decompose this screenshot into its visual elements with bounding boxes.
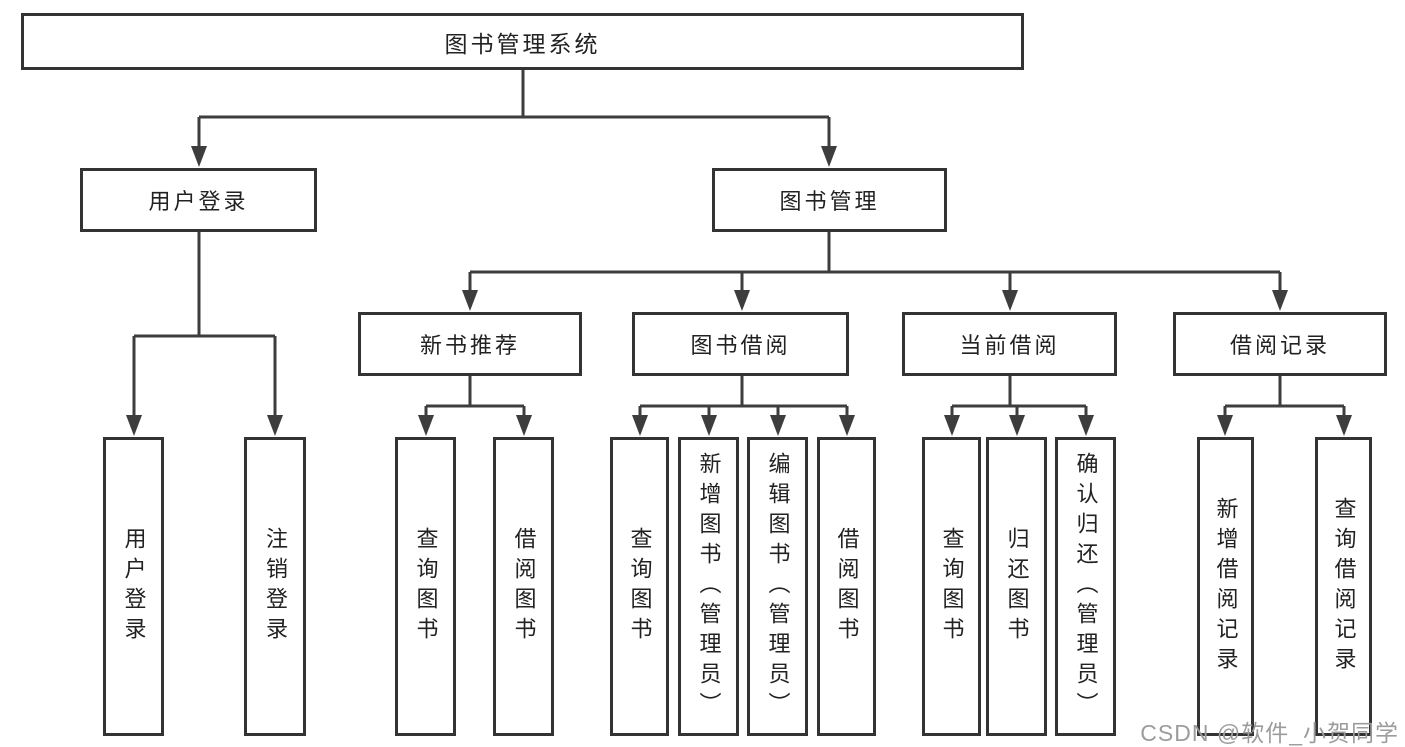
box-current-borrowing: 当前借阅: [902, 312, 1117, 376]
box-borrowing-records: 借阅记录: [1173, 312, 1387, 376]
box-system-root: 图书管理系统: [21, 13, 1024, 70]
box-leaf-add-borrow-record: 新增借阅记录: [1197, 437, 1254, 736]
box-leaf-logout: 注销登录: [244, 437, 306, 736]
box-user-login-module: 用户登录: [80, 168, 317, 232]
csdn-watermark: CSDN @软件_小贺同学: [1140, 720, 1399, 746]
box-leaf-query-borrow-record: 查询借阅记录: [1315, 437, 1372, 736]
box-leaf-query-books-recommend: 查询图书: [395, 437, 456, 736]
box-leaf-query-books-borrowing: 查询图书: [610, 437, 669, 736]
box-leaf-query-books-current: 查询图书: [922, 437, 981, 736]
box-leaf-return-book: 归还图书: [986, 437, 1047, 736]
box-leaf-edit-book-admin: 编辑图书（管理员）: [747, 437, 808, 736]
box-new-book-recommend: 新书推荐: [358, 312, 582, 376]
box-leaf-add-book-admin: 新增图书（管理员）: [678, 437, 739, 736]
box-leaf-user-login: 用户登录: [103, 437, 164, 736]
box-leaf-confirm-return-admin: 确认归还（管理员）: [1055, 437, 1116, 736]
box-book-management-module: 图书管理: [712, 168, 947, 232]
box-leaf-borrow-books-recommend: 借阅图书: [493, 437, 554, 736]
box-book-borrowing: 图书借阅: [632, 312, 849, 376]
box-leaf-borrow-books-borrowing: 借阅图书: [817, 437, 876, 736]
